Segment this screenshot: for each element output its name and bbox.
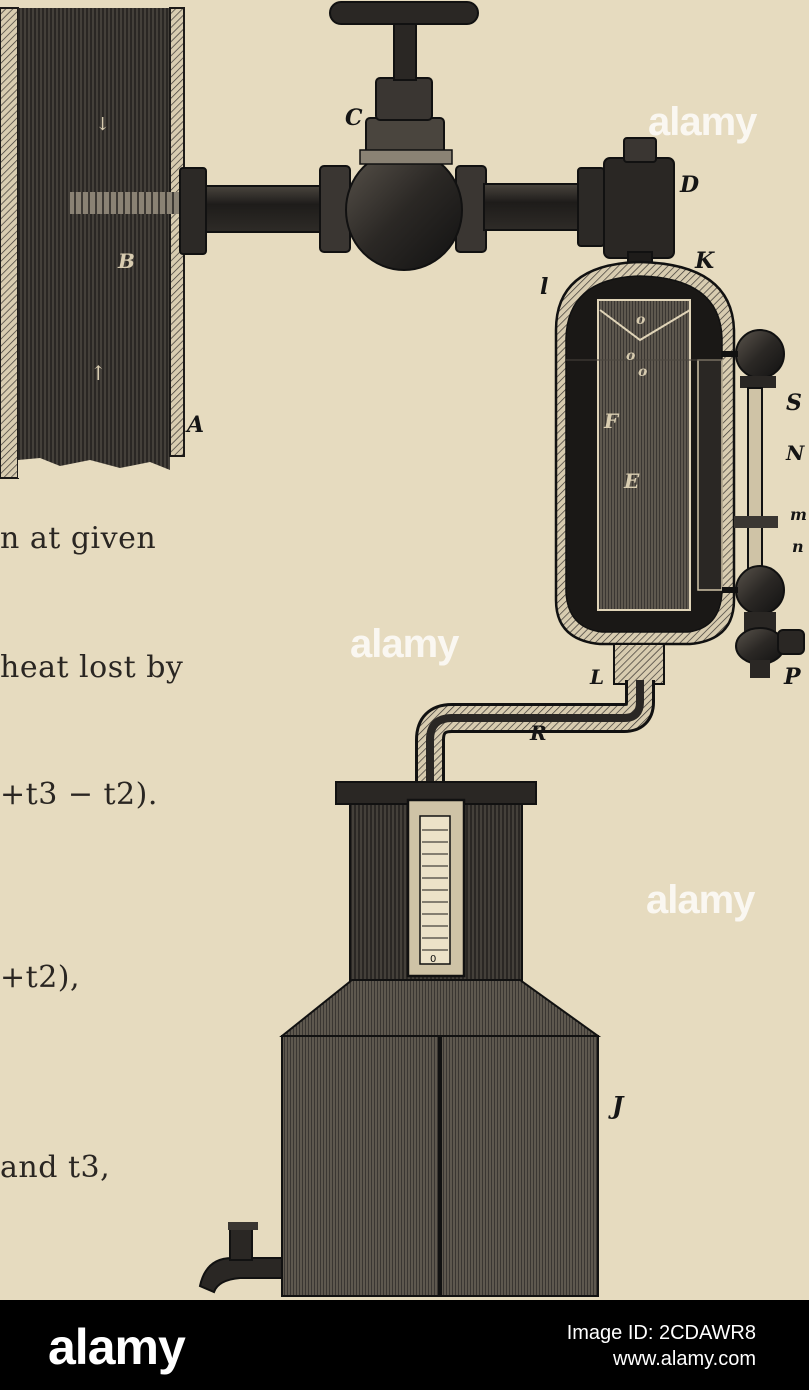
label-o1: o (636, 312, 645, 328)
label-k: K (694, 248, 715, 274)
separator-vessel (554, 260, 736, 685)
watermark: alamy (350, 622, 459, 666)
collecting-tank (198, 781, 602, 1297)
label-r: R (529, 721, 547, 745)
label-j: J (608, 1091, 625, 1120)
label-l: l (540, 274, 548, 300)
text-fragment-line1: n at given (0, 521, 157, 556)
image-id-text: Image ID: 2CDAWR8 (566, 1322, 756, 1344)
text-fragment-line2: heat lost by (0, 650, 184, 685)
text-fragment-line4: +t2), (0, 960, 81, 995)
label-l-upper: L (589, 665, 604, 689)
label-d: D (679, 172, 699, 198)
label-b: B (117, 249, 135, 273)
alamy-logo: alamy (48, 1319, 186, 1375)
svg-text:↑: ↑ (90, 361, 107, 385)
stop-valve (329, 1, 479, 271)
scanned-page: n at given heat lost by +t3 − t2). +t2),… (0, 1, 807, 1297)
gauge-glass (722, 329, 805, 678)
scale-zero-label: 0 (430, 954, 436, 965)
watermark: alamy (646, 878, 755, 922)
label-p: P (783, 664, 802, 690)
text-fragment-line3: +t3 − t2). (0, 777, 158, 812)
svg-text:↓: ↓ (95, 114, 110, 135)
label-o3: o (638, 364, 647, 380)
label-f: F (603, 409, 620, 433)
label-n: N (785, 441, 805, 465)
main-steam-pipe: ↓ ↑ (0, 7, 185, 479)
drain-pipe (415, 680, 655, 782)
text-fragment-line5: and t3, (0, 1150, 111, 1185)
label-a: A (185, 412, 204, 438)
footer-url-text: www.alamy.com (613, 1348, 756, 1370)
label-m: m (790, 505, 807, 524)
steam-calorimeter-illustration: ↓ ↑ (0, 1, 807, 1297)
label-n-small: n (792, 537, 804, 556)
connecting-pipe (179, 165, 605, 255)
label-o2: o (626, 348, 635, 364)
label-c: C (345, 105, 363, 131)
watermark: alamy (648, 100, 757, 144)
stock-footer-bar: alamy Image ID: 2CDAWR8 www.alamy.com (0, 1300, 809, 1390)
label-e: E (623, 469, 640, 493)
label-s: S (786, 390, 802, 416)
